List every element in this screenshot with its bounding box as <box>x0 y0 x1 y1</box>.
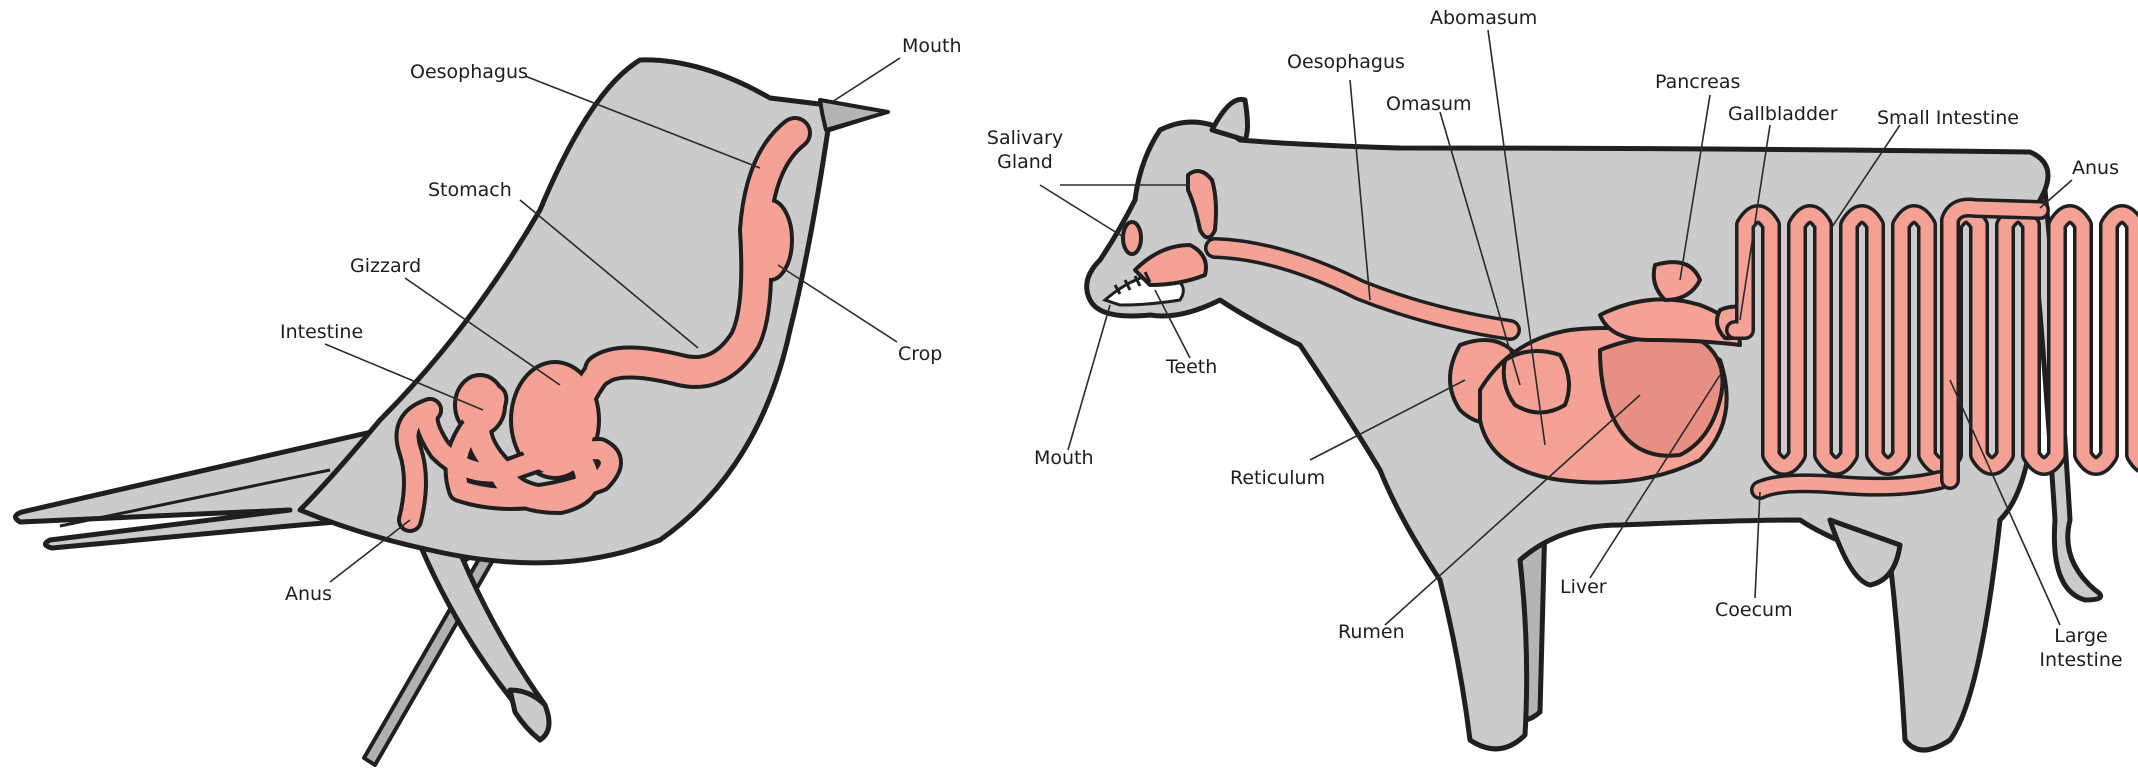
cow-label-omasum: Omasum <box>1386 92 1472 116</box>
cow-label-rumen: Rumen <box>1338 620 1405 644</box>
cow-label-abomasum: Abomasum <box>1430 6 1537 30</box>
cow-label-coecum: Coecum <box>1715 598 1793 622</box>
cow-label-pancreas: Pancreas <box>1655 70 1740 94</box>
cow-label-salivary-gland-line1: Salivary <box>985 126 1065 150</box>
cow-label-salivary-gland: Salivary Gland <box>985 126 1065 174</box>
bird-illustration <box>15 58 900 765</box>
cow-label-anus: Anus <box>2072 156 2119 180</box>
cow-label-reticulum: Reticulum <box>1230 466 1325 490</box>
bird-label-gizzard: Gizzard <box>350 254 421 278</box>
bird-label-stomach: Stomach <box>428 178 512 202</box>
cow-label-gallbladder: Gallbladder <box>1728 102 1838 126</box>
bird-beak <box>820 100 888 130</box>
bird-foot <box>510 690 549 740</box>
bird-label-oesophagus: Oesophagus <box>410 60 528 84</box>
bird-label-crop: Crop <box>898 342 942 366</box>
cow-ear <box>1212 99 1248 140</box>
cow-label-liver: Liver <box>1560 575 1607 599</box>
cow-salivary-gland <box>1123 222 1141 254</box>
cow-label-large-intestine-line2: Intestine <box>2036 648 2126 672</box>
bird-label-intestine: Intestine <box>280 320 363 344</box>
cow-label-large-intestine-line1: Large <box>2036 624 2126 648</box>
bird-label-anus: Anus <box>285 582 332 606</box>
bird-label-mouth: Mouth <box>902 34 962 58</box>
cow-illustration <box>1040 30 2138 750</box>
cow-label-teeth: Teeth <box>1166 355 1217 379</box>
cow-label-mouth: Mouth <box>1034 446 1094 470</box>
cow-small-intestine <box>1735 214 2138 466</box>
cow-coecum <box>1760 480 1940 490</box>
cow-label-salivary-gland-line2: Gland <box>985 150 1065 174</box>
cow-label-oesophagus: Oesophagus <box>1287 50 1405 74</box>
cow-label-small-intestine: Small Intestine <box>1877 106 2019 130</box>
cow-label-large-intestine: Large Intestine <box>2036 624 2126 672</box>
